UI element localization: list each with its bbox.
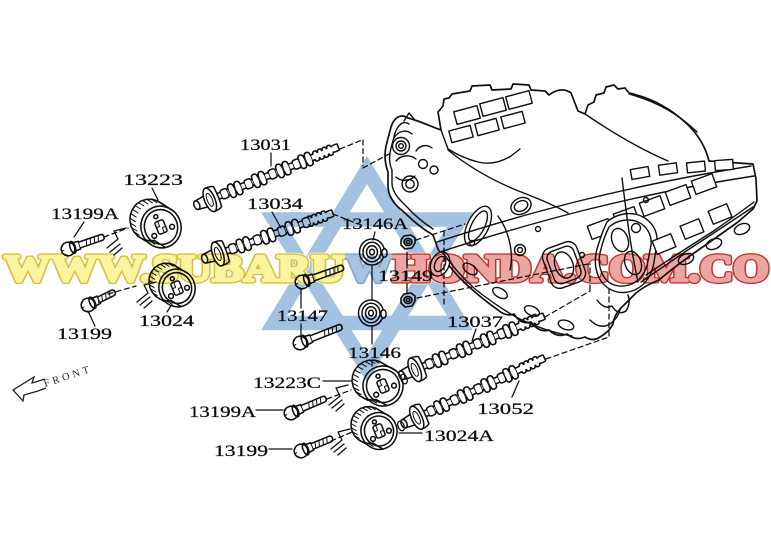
svg-text:13223: 13223 (123, 172, 183, 189)
svg-text:13149: 13149 (378, 268, 433, 285)
svg-text:13147: 13147 (277, 308, 328, 325)
svg-text:13037: 13037 (447, 314, 503, 331)
svg-text:13031: 13031 (240, 137, 291, 154)
svg-text:13052: 13052 (477, 401, 534, 418)
svg-text:13199A: 13199A (51, 206, 120, 223)
svg-text:13146: 13146 (348, 345, 401, 362)
svg-text:13024A: 13024A (424, 428, 495, 445)
svg-text:13199: 13199 (57, 326, 112, 343)
svg-text:FRONT: FRONT (43, 364, 94, 390)
svg-text:13199: 13199 (214, 443, 268, 460)
svg-text:13146A: 13146A (342, 216, 409, 233)
svg-text:13223C: 13223C (253, 375, 321, 392)
svg-text:13199A: 13199A (189, 404, 257, 421)
svg-text:13034: 13034 (247, 196, 303, 213)
svg-text:13024: 13024 (139, 313, 194, 330)
